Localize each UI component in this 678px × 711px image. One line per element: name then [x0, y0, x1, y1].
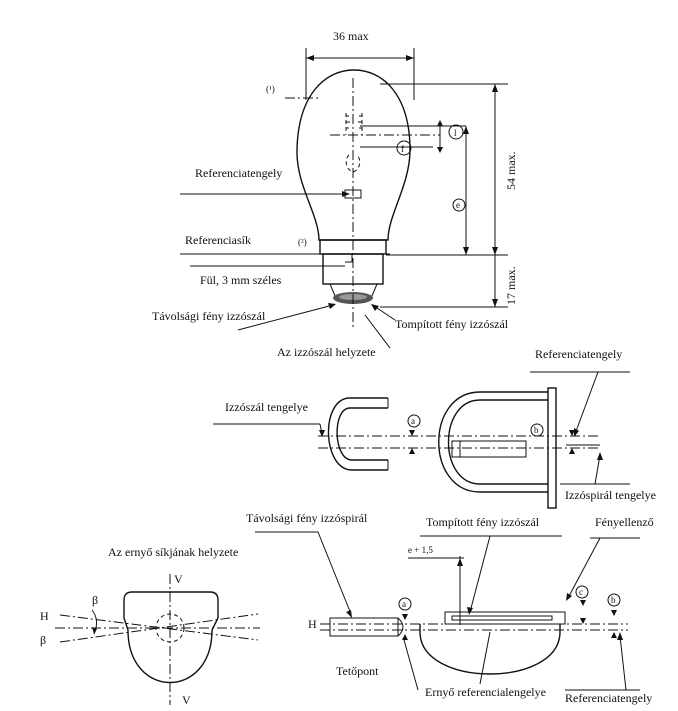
circle-l-label: l: [454, 128, 457, 138]
label-shield-plane: Az ernyő síkjának helyzete: [108, 545, 238, 559]
label-ref-axis-bottom: Referenciatengely: [565, 691, 652, 705]
bulb-drawing: 36 max (¹) 54 max. 17 max. e l f Referen…: [152, 29, 518, 359]
label-filament-axis: Izzószál tengelye: [225, 400, 308, 414]
bulb-tab: [345, 254, 353, 263]
label-low-beam-filament-b: Tompított fény izzószál: [426, 515, 540, 529]
label-high-beam-filament: Távolsági fény izzószál: [152, 309, 266, 323]
label-h-left: H: [40, 609, 49, 623]
label-ref-axis: Referenciatengely: [195, 166, 282, 180]
mid-circle-a: a: [411, 416, 415, 426]
dim-base-label: 17 max.: [504, 266, 518, 305]
label-apex: Tetőpont: [336, 664, 379, 678]
label-beta-bottom: β: [40, 633, 46, 647]
filament-axis-diagram: a b Izzószál tengelye Referenciatengely …: [213, 347, 656, 509]
label-low-beam-filament: Tompított fény izzószál: [395, 317, 509, 331]
br-circle-b: b: [611, 595, 616, 605]
mid-circle-b: b: [534, 425, 539, 435]
br-circle-c: c: [579, 587, 583, 597]
bulb-glass-outline: [296, 69, 411, 241]
label-v-top: V: [174, 572, 183, 586]
label-ref-plane: Referenciasík: [185, 233, 251, 247]
dim-width-label: 36 max: [333, 29, 369, 43]
bulb-filaments: [330, 113, 466, 199]
label-v-bottom: V: [182, 693, 191, 707]
label-dim-e: e + 1,5: [408, 545, 433, 555]
shield-plane-diagram: Az ernyő síkjának helyzete V V H β β: [40, 545, 260, 707]
note-top: (¹): [266, 84, 275, 94]
circle-e-label: e: [456, 200, 460, 210]
label-ref-axis-mid: Referenciatengely: [535, 347, 622, 361]
label-tab: Fül, 3 mm széles: [200, 273, 282, 287]
shield-detail-diagram: Távolsági fény izzóspirál Tompított fény…: [246, 511, 654, 705]
label-high-beam-coil: Távolsági fény izzóspirál: [246, 511, 368, 525]
dim-height-label: 54 max.: [504, 151, 518, 190]
br-circle-a: a: [402, 599, 406, 609]
label-coil-axis: Izzóspirál tengelye: [565, 488, 656, 502]
label-h-right: H: [308, 617, 317, 631]
label-beta-top: β: [92, 593, 98, 607]
label-shield-ref-axis: Ernyő referencialengelye: [425, 685, 546, 699]
label-shield: Fényellenző: [595, 515, 654, 529]
label-filament-position: Az izzószál helyzete: [277, 345, 376, 359]
circle-f-label: f: [401, 144, 404, 154]
note-ref: (²): [298, 237, 307, 247]
